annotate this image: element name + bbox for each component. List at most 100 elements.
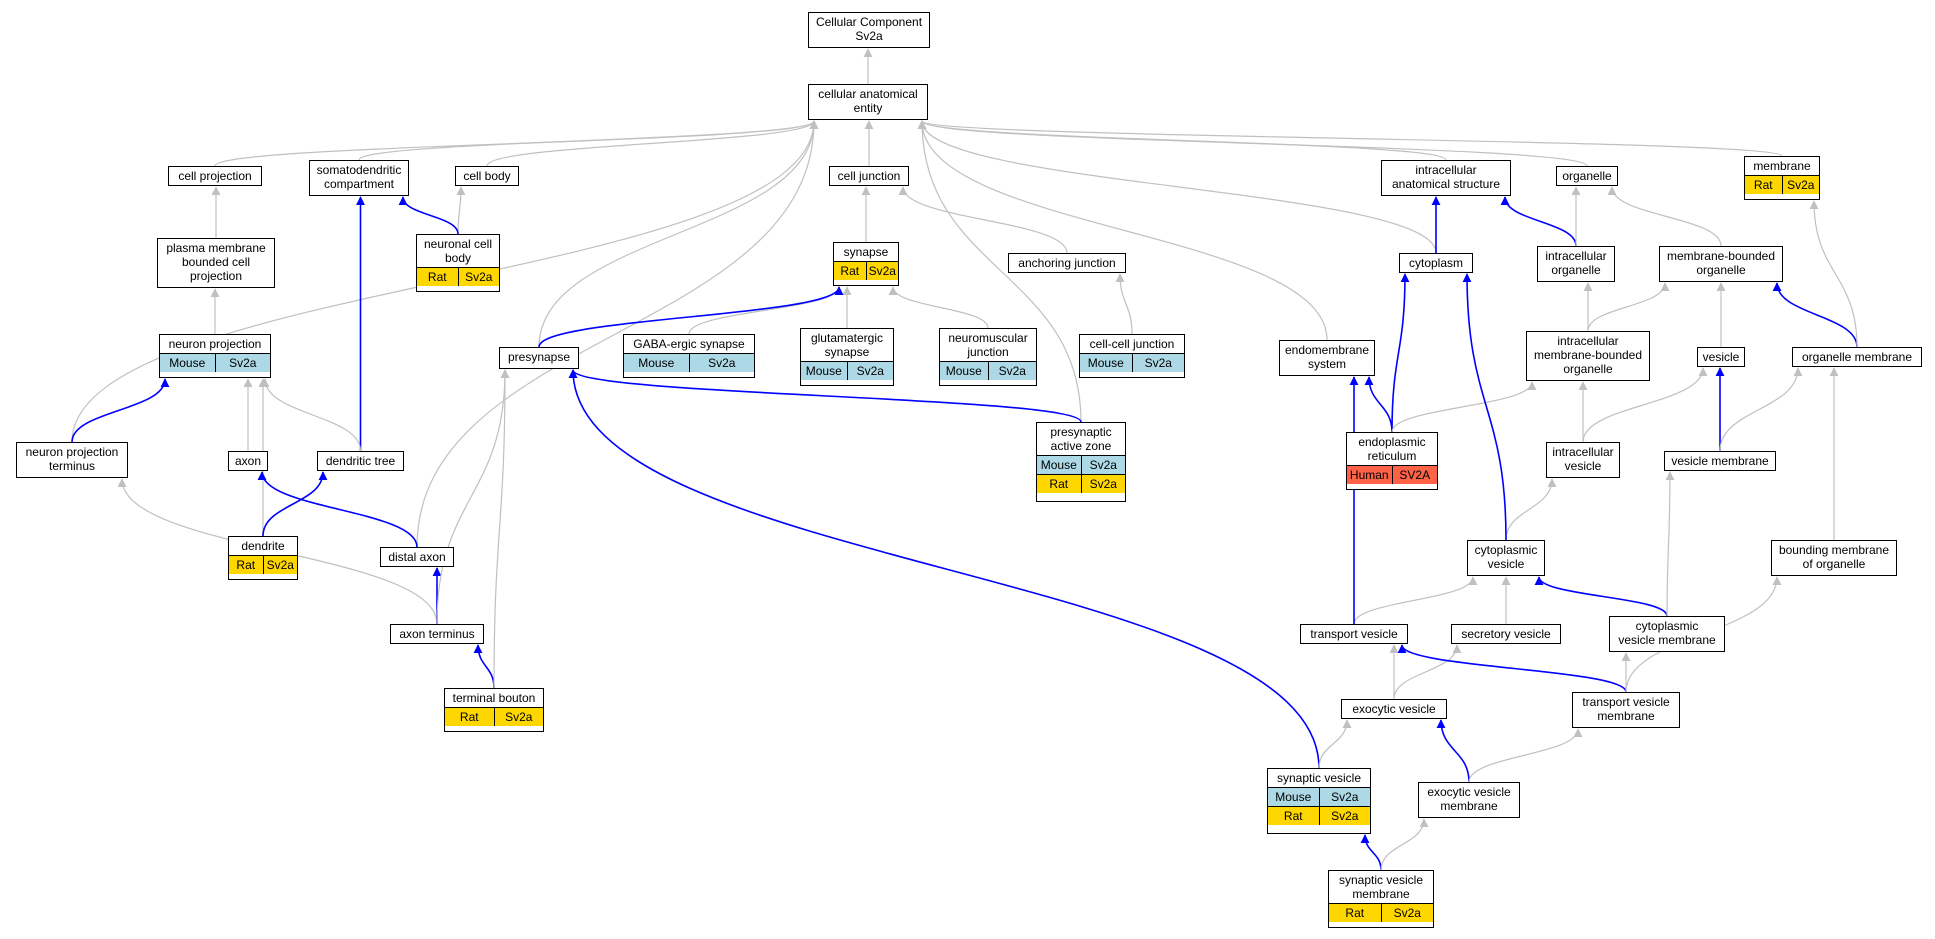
gene-cell: Sv2a bbox=[493, 708, 544, 726]
term-node-vesicle[interactable]: vesicle bbox=[1697, 347, 1745, 367]
term-node-cae[interactable]: cellular anatomical entity bbox=[808, 84, 928, 120]
term-label: somatodendritic compartment bbox=[316, 163, 402, 191]
term-label: neuron projection terminus bbox=[25, 445, 119, 473]
term-node-vesmem[interactable]: vesicle membrane bbox=[1664, 451, 1776, 471]
term-label: dendrite bbox=[241, 539, 285, 553]
term-label: terminal bouton bbox=[452, 691, 536, 705]
organism-cell: Mouse bbox=[1040, 458, 1077, 472]
edge-cytovesmem-to-vesmem bbox=[1665, 471, 1675, 617]
term-node-organelle[interactable]: organelle bbox=[1556, 166, 1618, 186]
edge-synves-to-presynapse bbox=[568, 369, 1320, 769]
term-node-presynapse[interactable]: presynapse bbox=[499, 347, 579, 369]
edge-transvesmem-to-transves bbox=[1397, 644, 1627, 693]
organism-cell: Rat bbox=[1345, 906, 1365, 920]
term-node-npt[interactable]: neuron projection terminus bbox=[16, 442, 128, 478]
term-label: endomembrane system bbox=[1284, 343, 1370, 371]
term-node-cellproj[interactable]: cell projection bbox=[168, 166, 262, 186]
term-node-anchoring[interactable]: anchoring junction bbox=[1008, 253, 1126, 273]
term-node-transvesmem[interactable]: transport vesicle membrane bbox=[1572, 692, 1680, 728]
term-label: transport vesicle bbox=[1310, 627, 1398, 641]
term-node-intraorg[interactable]: intracellular organelle bbox=[1537, 246, 1615, 282]
term-label: Cellular Component Sv2a bbox=[815, 15, 923, 43]
edge-paz-to-presynapse bbox=[568, 369, 1082, 423]
gene-cell: Sv2a bbox=[1318, 807, 1371, 825]
edge-dendtree-to-neuronproj bbox=[260, 378, 362, 452]
organism-cell: Rat bbox=[427, 270, 447, 284]
term-node-secves[interactable]: secretory vesicle bbox=[1451, 624, 1561, 644]
term-node-axonterm[interactable]: axon terminus bbox=[390, 624, 484, 644]
term-label: cell projection bbox=[178, 169, 252, 183]
term-node-bmo[interactable]: bounding membrane of organelle bbox=[1771, 540, 1897, 576]
term-label: distal axon bbox=[388, 550, 446, 564]
term-node-imbo[interactable]: intracellular membrane-bounded organelle bbox=[1526, 331, 1650, 381]
term-node-transves[interactable]: transport vesicle bbox=[1300, 624, 1408, 644]
term-node-distalaxon[interactable]: distal axon bbox=[380, 547, 454, 567]
organism-cell: Human bbox=[1349, 468, 1389, 482]
term-label: bounding membrane of organelle bbox=[1778, 543, 1890, 571]
edge-paz-to-cae bbox=[917, 120, 1082, 423]
organism-cell: Mouse bbox=[1087, 356, 1124, 370]
term-label: secretory vesicle bbox=[1461, 627, 1551, 641]
term-node-cytovesmem[interactable]: cytoplasmic vesicle membrane bbox=[1609, 616, 1725, 652]
term-node-axon[interactable]: axon bbox=[228, 451, 268, 471]
organism-cell: Rat bbox=[236, 558, 256, 572]
edge-neuronalcellbody-to-somato bbox=[398, 196, 459, 235]
edge-cellcell-to-anchoring bbox=[1115, 273, 1133, 335]
term-node-exovesmem[interactable]: exocytic vesicle membrane bbox=[1418, 782, 1520, 818]
edge-organelle-to-cae bbox=[917, 120, 1588, 167]
term-node-intracell[interactable]: intracellular anatomical structure bbox=[1381, 160, 1511, 196]
term-label: synapse bbox=[843, 245, 889, 259]
edge-orgmem-to-membrane bbox=[1809, 200, 1858, 348]
term-label: intracellular anatomical structure bbox=[1391, 163, 1501, 191]
edge-er-to-endomem bbox=[1364, 376, 1393, 433]
term-node-cytoplasm[interactable]: cytoplasm bbox=[1399, 253, 1473, 273]
term-label: endoplasmic reticulum bbox=[1358, 435, 1426, 463]
term-node-endomem[interactable]: endomembrane system bbox=[1279, 340, 1375, 376]
term-node-cytoves[interactable]: cytoplasmic vesicle bbox=[1467, 540, 1545, 576]
term-label: membrane-bounded organelle bbox=[1666, 249, 1776, 277]
organism-cell: Mouse bbox=[638, 356, 675, 370]
term-node-orgmem[interactable]: organelle membrane bbox=[1792, 347, 1922, 367]
term-label: cytoplasmic vesicle membrane bbox=[1618, 619, 1716, 647]
edge-synvesmem-to-synves bbox=[1360, 834, 1382, 871]
edge-presynapse-to-synapse bbox=[538, 286, 844, 348]
term-node-root[interactable]: Cellular Component Sv2a bbox=[808, 12, 930, 48]
term-node-pmbcp[interactable]: plasma membrane bounded cell projection bbox=[157, 238, 275, 288]
term-node-mbo[interactable]: membrane-bounded organelle bbox=[1659, 246, 1783, 282]
term-node-dendtree[interactable]: dendritic tree bbox=[317, 451, 404, 471]
term-node-somato[interactable]: somatodendritic compartment bbox=[309, 160, 409, 196]
term-node-cellbody[interactable]: cell body bbox=[455, 166, 519, 186]
organism-cell: Rat bbox=[1283, 809, 1303, 823]
gene-cell: Sv2a bbox=[1131, 354, 1185, 372]
term-label: neuromuscular junction bbox=[948, 331, 1028, 359]
term-label: presynapse bbox=[507, 350, 571, 364]
term-node-intraves[interactable]: intracellular vesicle bbox=[1546, 442, 1620, 478]
term-label: vesicle bbox=[1702, 350, 1740, 364]
term-node-celljunction[interactable]: cell junction bbox=[829, 166, 909, 186]
organism-cell: Rat bbox=[459, 710, 479, 724]
edge-cytoves-to-cytoplasm bbox=[1462, 273, 1507, 541]
term-node-exoves[interactable]: exocytic vesicle bbox=[1341, 699, 1447, 719]
annotation-row: Rat Sv2a bbox=[1268, 806, 1370, 825]
